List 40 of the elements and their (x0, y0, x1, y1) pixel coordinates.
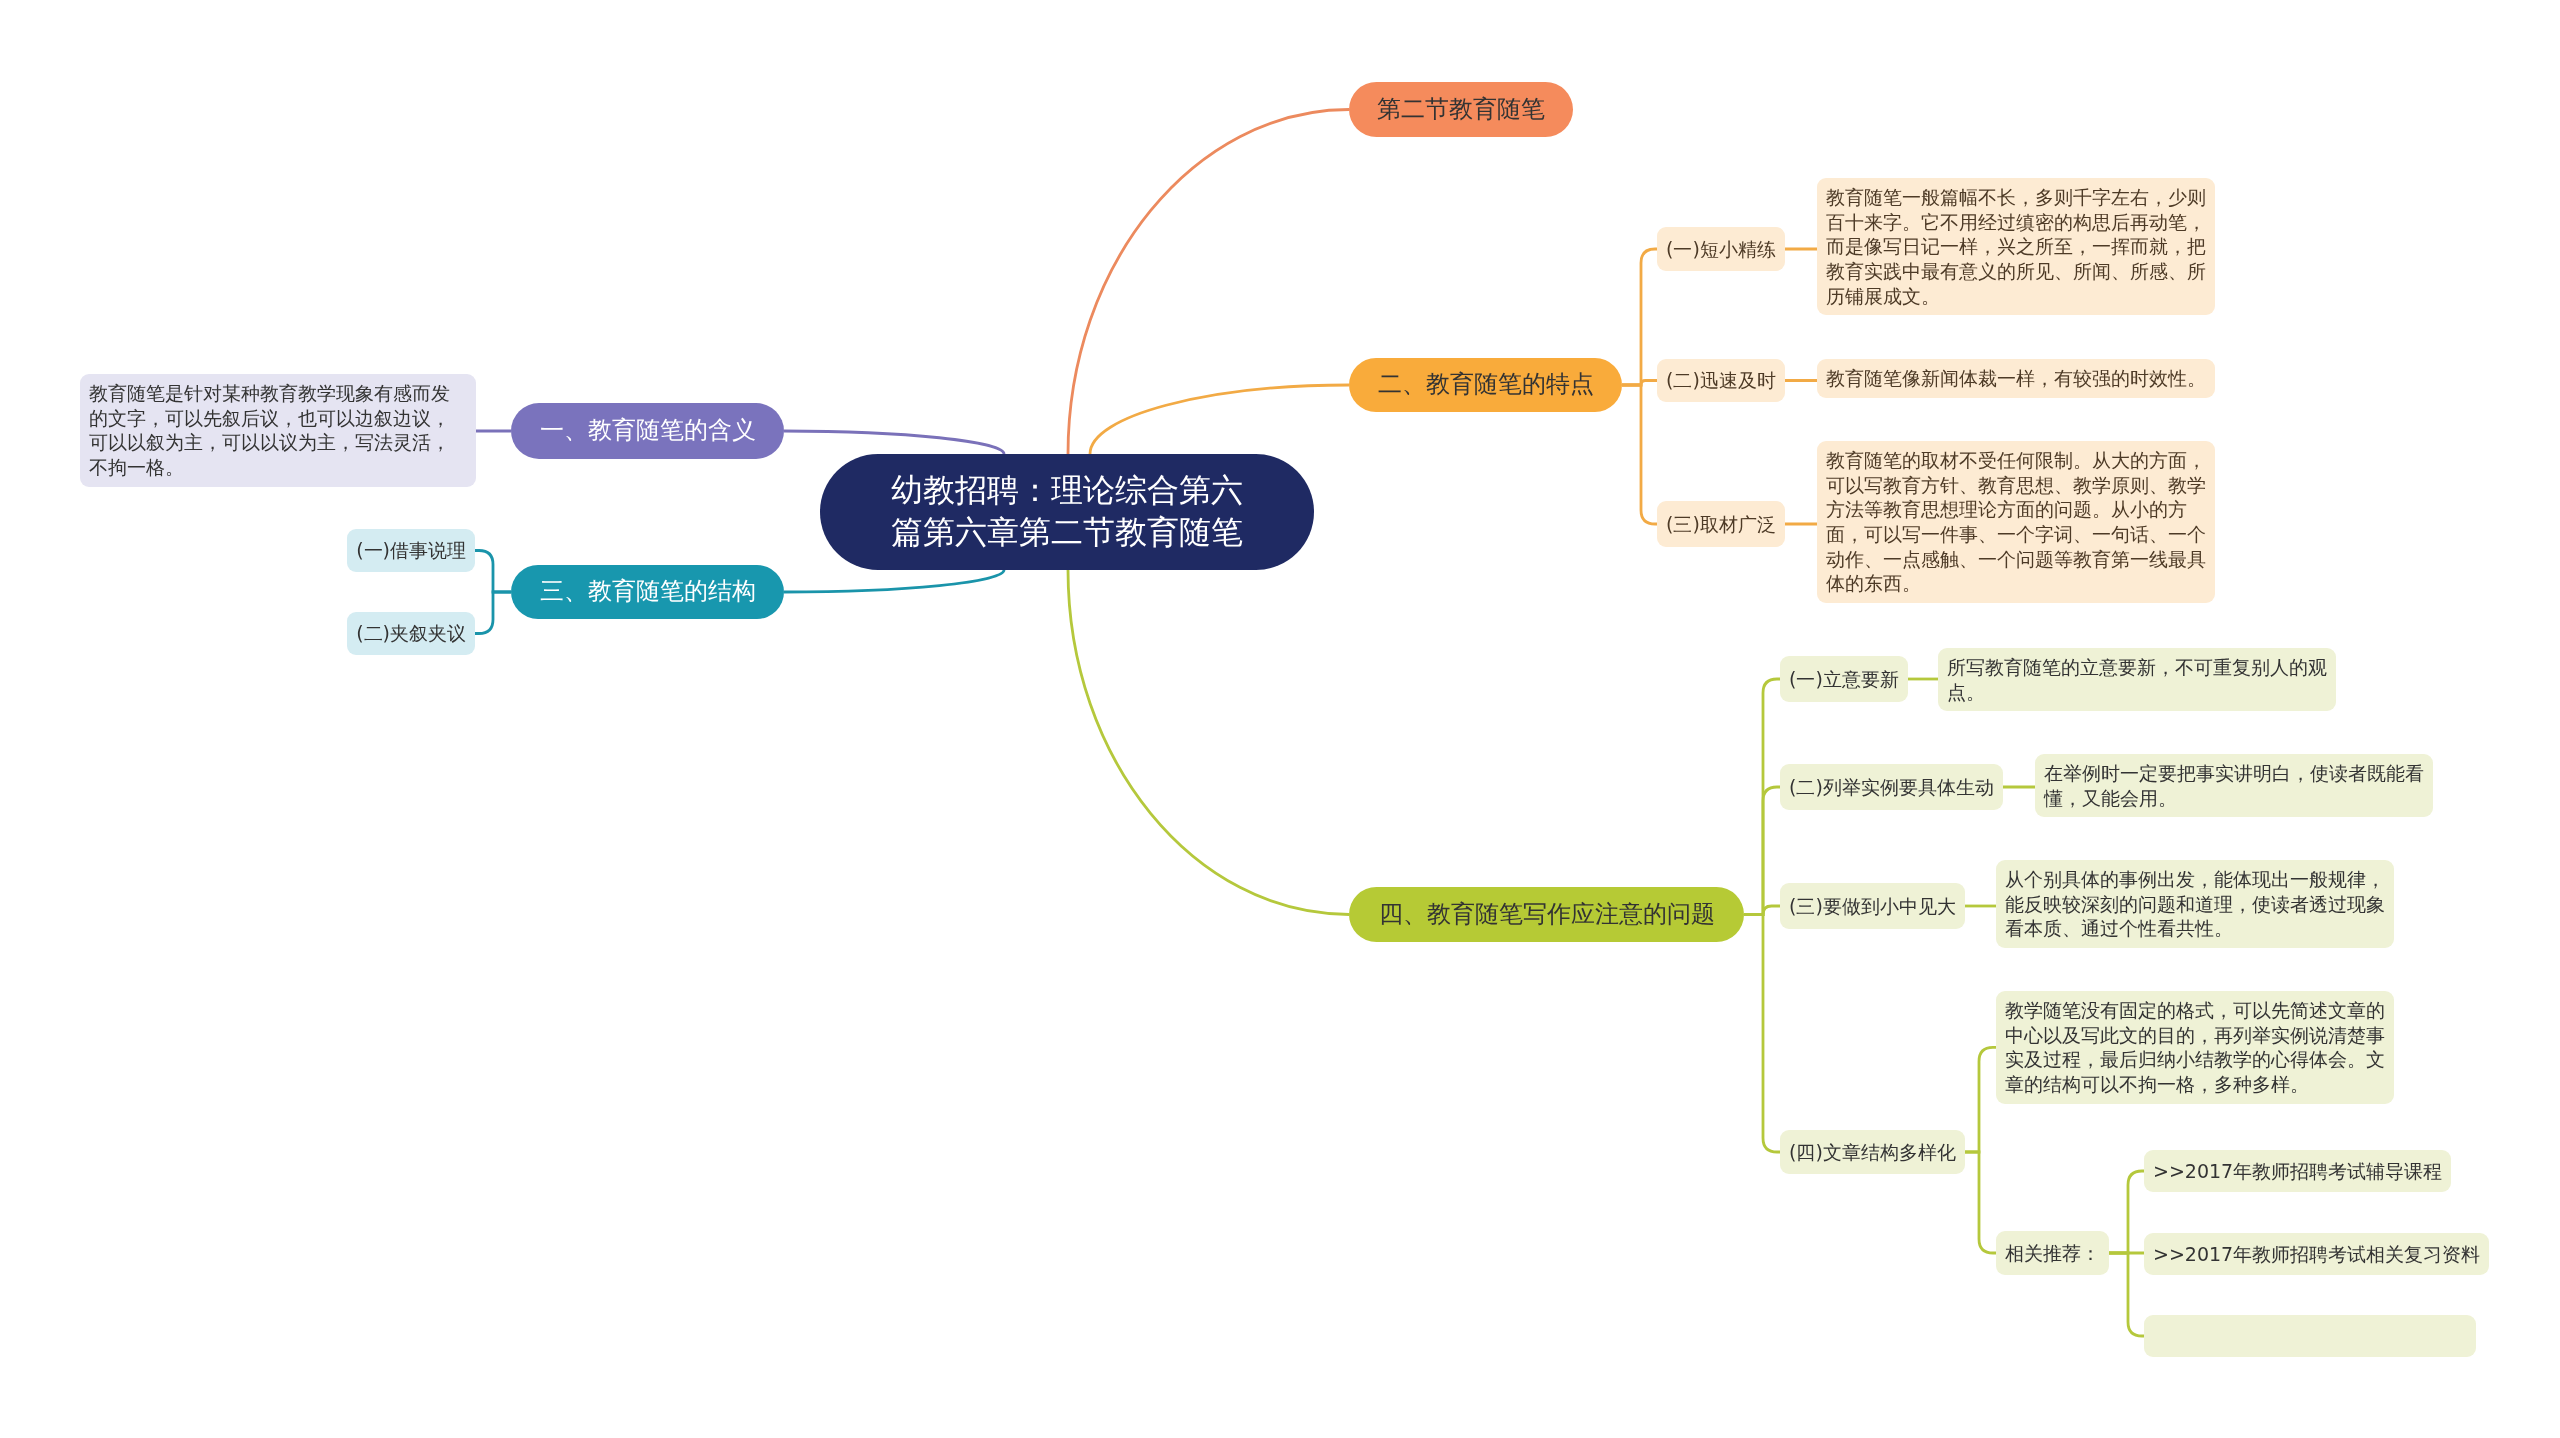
connector (1784, 379, 1817, 382)
connector (1907, 677, 1938, 681)
subtopic-box: (三)取材广泛 (1657, 501, 1785, 547)
subtopic-box: (三)要做到小中见大 (1780, 883, 1965, 929)
connector (2002, 785, 2035, 789)
subtopic-box: (一)短小精练 (1657, 227, 1785, 271)
note-box: 所写教育随笔的立意要新，不可重复别人的观点。 (1938, 648, 2336, 712)
connector (1784, 247, 1817, 251)
topic-pill: 一、教育随笔的含义 (511, 403, 784, 459)
subtopic-box: (一)借事说理 (347, 529, 475, 572)
connector (475, 590, 511, 635)
connector (1066, 569, 1350, 916)
subtopic-box: >>2017年教师招聘考试相关复习资料 (2144, 1233, 2490, 1275)
note-box: 教育随笔像新闻体裁一样，有较强的时效性。 (1817, 359, 2215, 398)
connector (1066, 108, 1350, 455)
note-box: 从个别具体的事例出发，能体现出一般规律，能反映较深刻的问题和道理，使读者透过现象看本质、通过个性看共性。 (1996, 860, 2394, 949)
note-box: 教育随笔的取材不受任何限制。从大的方面，可以写教育方针、教育思想、教学原则、教学方法等教育思想理论方面的问题。从小的方面，可以写一件事、一个字词、一句话、一个动作、一点感触、一个问题等教育第一线最具体的东西。 (1817, 441, 2215, 604)
subtopic-box: (二)列举实例要具体生动 (1780, 764, 2003, 810)
topic-pill: 二、教育随笔的特点 (1349, 358, 1622, 412)
note-box: 教育随笔一般篇幅不长，多则千字左右，少则百十来字。它不用经过缜密的构思后再动笔，而是像写日记一样，兴之所至，一挥而就，把教育实践中最有意义的所见、所闻、所感、所历铺展成文。 (1817, 178, 2215, 316)
subtopic-box: >>2017年教师招聘考试辅导课程 (2144, 1150, 2452, 1192)
subtopic-box: 相关推荐： (1996, 1231, 2109, 1275)
connector (784, 569, 1006, 594)
connector (1964, 904, 1996, 908)
note-box: 教育随笔是针对某种教育教学现象有感而发的文字，可以先叙后议，也可以边叙边议，可以以叙为主，可以以议为主，写法灵活，不拘一格。 (80, 374, 476, 487)
connector (1088, 383, 1350, 455)
connector (1784, 522, 1817, 526)
connector (476, 429, 511, 433)
note-box: 在举例时一定要把事实讲明白，使读者既能看懂，又能会用。 (2035, 754, 2433, 818)
subtopic-box: (二)夹叙夹议 (347, 612, 475, 655)
empty-box (2144, 1315, 2476, 1357)
subtopic-box: (一)立意要新 (1780, 656, 1908, 702)
connector (784, 429, 1006, 455)
subtopic-box: (四)文章结构多样化 (1780, 1130, 1965, 1174)
topic-pill: 第二节教育随笔 (1349, 82, 1573, 137)
topic-pill: 四、教育随笔写作应注意的问题 (1349, 887, 1744, 942)
subtopic-box: (二)迅速及时 (1657, 359, 1785, 402)
central-topic: 幼教招聘：理论综合第六篇第六章第二节教育随笔 (820, 454, 1314, 570)
topic-pill: 三、教育随笔的结构 (511, 565, 784, 619)
note-box: 教学随笔没有固定的格式，可以先简述文章的中心以及写此文的目的，再列举实例说清楚事实及过程，最后归纳小结教学的心得体会。文章的结构可以不拘一格，多种多样。 (1996, 991, 2394, 1104)
